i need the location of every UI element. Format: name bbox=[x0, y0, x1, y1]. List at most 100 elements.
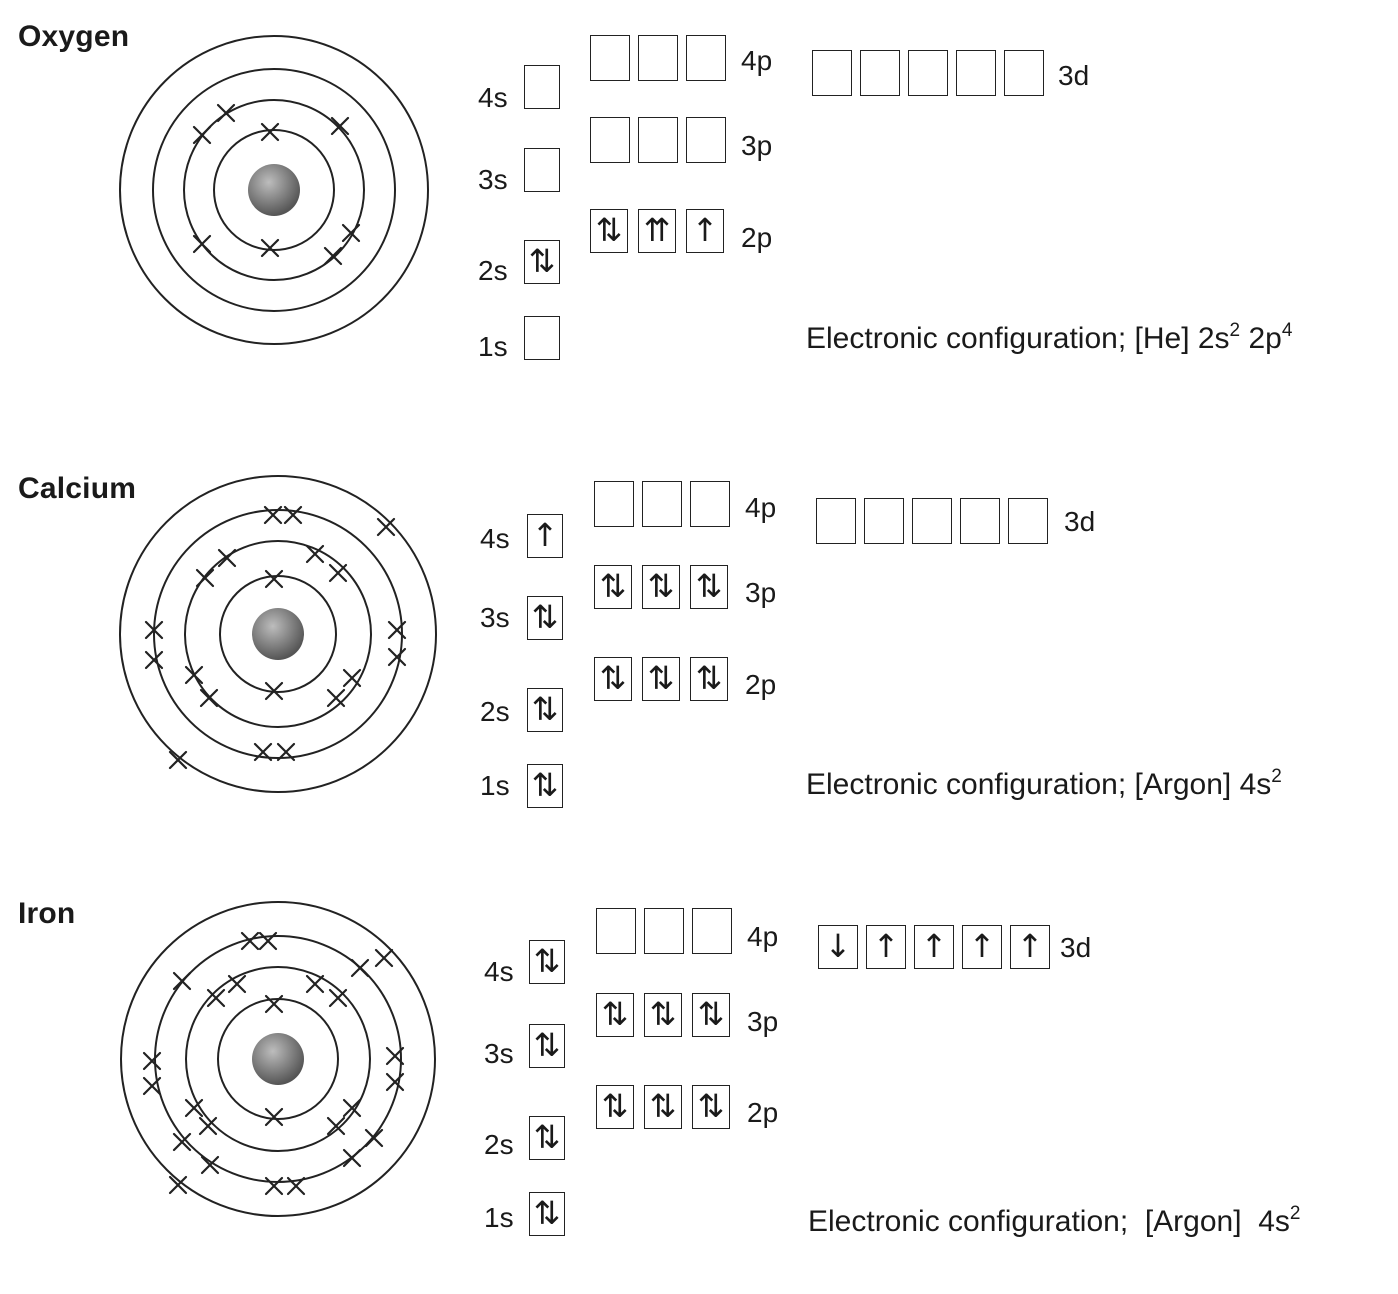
orbital-box-3d bbox=[860, 50, 900, 96]
orbital-box-2p: ⇅ bbox=[692, 1085, 730, 1129]
electron-mark bbox=[172, 1132, 192, 1152]
electron-mark bbox=[142, 1051, 162, 1071]
orbital-box-3d: ↓ bbox=[818, 925, 858, 969]
orbital-box-2p: ⇅ bbox=[642, 657, 680, 701]
orbital-box-2p: ⇅ bbox=[596, 1085, 634, 1129]
orbital-label-4p: 4p bbox=[741, 45, 773, 76]
orbital-box-2p: ⇈ bbox=[638, 209, 676, 253]
orbital-box-3d bbox=[960, 498, 1000, 544]
orbital-box-3d bbox=[956, 50, 996, 96]
orbital-label-3s: 3s bbox=[484, 1038, 514, 1069]
orbital-box-2p: ⇅ bbox=[644, 1085, 682, 1129]
shell-ring bbox=[119, 35, 429, 345]
orbital-label-3s: 3s bbox=[478, 164, 508, 195]
orbital-label-2s: 2s bbox=[484, 1129, 514, 1160]
orbital-box-3p bbox=[590, 117, 630, 163]
orbital-box-3p: ⇅ bbox=[596, 993, 634, 1037]
orbital-box-2s: ⇅ bbox=[529, 1116, 565, 1160]
electron-mark bbox=[350, 958, 370, 978]
electron-mark bbox=[198, 1116, 218, 1136]
electron-mark bbox=[385, 1072, 405, 1092]
electron-mark bbox=[385, 1046, 405, 1066]
electron-mark bbox=[264, 994, 284, 1014]
electron-mark bbox=[217, 548, 237, 568]
orbital-label-2s: 2s bbox=[478, 255, 508, 286]
electron-mark bbox=[200, 1155, 220, 1175]
electron-mark bbox=[342, 1148, 362, 1168]
orbital-label-1s: 1s bbox=[480, 770, 510, 801]
electron-mark bbox=[276, 742, 296, 762]
electron-mark bbox=[206, 988, 226, 1008]
element-section-oxygen: Oxygen 4s 3s 2s ⇅ 1s 4p bbox=[0, 0, 1398, 420]
electron-mark bbox=[227, 974, 247, 994]
electron-mark bbox=[283, 505, 303, 525]
electron-mark bbox=[184, 1098, 204, 1118]
orbital-box-3d bbox=[1008, 498, 1048, 544]
orbital-box-2p: ⇅ bbox=[594, 657, 632, 701]
orbital-box-4p bbox=[590, 35, 630, 81]
electron-mark bbox=[258, 931, 278, 951]
orbital-box-4p bbox=[686, 35, 726, 81]
orbital-box-3p: ⇅ bbox=[594, 565, 632, 609]
orbital-box-3p: ⇅ bbox=[692, 993, 730, 1037]
orbital-box-4p bbox=[642, 481, 682, 527]
nucleus bbox=[252, 1033, 304, 1085]
orbital-label-3p: 3p bbox=[747, 1006, 779, 1037]
electron-mark bbox=[144, 620, 164, 640]
shell-ring bbox=[219, 575, 337, 693]
electron-mark bbox=[199, 688, 219, 708]
orbital-box-3p: ⇅ bbox=[642, 565, 680, 609]
electron-mark bbox=[240, 931, 260, 951]
orbital-box-3p: ⇅ bbox=[690, 565, 728, 609]
orbital-label-3p: 3p bbox=[741, 130, 773, 161]
electron-mark bbox=[195, 568, 215, 588]
orbital-box-4p bbox=[594, 481, 634, 527]
electron-mark bbox=[260, 122, 280, 142]
electron-mark bbox=[342, 668, 362, 688]
orbital-box-1s bbox=[524, 316, 560, 360]
orbital-box-3d bbox=[912, 498, 952, 544]
electron-mark bbox=[387, 620, 407, 640]
orbital-box-3d bbox=[864, 498, 904, 544]
orbital-label-3d: 3d bbox=[1060, 932, 1092, 963]
electron-mark bbox=[142, 1076, 162, 1096]
orbital-label-4p: 4p bbox=[747, 921, 779, 952]
orbital-box-2p: ↑ bbox=[686, 209, 724, 253]
orbital-box-3d: ↑ bbox=[962, 925, 1002, 969]
shell-ring bbox=[152, 68, 396, 312]
electron-mark bbox=[172, 971, 192, 991]
orbital-box-3s: ⇅ bbox=[527, 596, 563, 640]
electron-mark bbox=[216, 103, 236, 123]
orbital-box-4p bbox=[692, 908, 732, 954]
shell-ring bbox=[213, 129, 335, 251]
orbital-box-4s: ⇅ bbox=[529, 940, 565, 984]
shell-ring bbox=[217, 998, 339, 1120]
electron-mark bbox=[264, 569, 284, 589]
orbital-box-3d bbox=[908, 50, 948, 96]
orbital-box-1s: ⇅ bbox=[529, 1192, 565, 1236]
orbital-label-1s: 1s bbox=[478, 331, 508, 362]
shell-ring bbox=[120, 901, 436, 1217]
electron-mark bbox=[305, 544, 325, 564]
electron-mark bbox=[326, 688, 346, 708]
electron-mark bbox=[305, 974, 325, 994]
orbital-label-3d: 3d bbox=[1058, 60, 1090, 91]
electron-mark bbox=[168, 750, 188, 770]
orbital-box-3d: ↑ bbox=[1010, 925, 1050, 969]
electron-mark bbox=[330, 116, 350, 136]
electron-mark bbox=[192, 125, 212, 145]
electron-mark bbox=[168, 1175, 188, 1195]
shell-ring bbox=[154, 935, 402, 1183]
electron-mark bbox=[364, 1128, 384, 1148]
electron-mark bbox=[376, 517, 396, 537]
shell-ring bbox=[183, 99, 365, 281]
orbital-box-3s bbox=[524, 148, 560, 192]
element-title: Calcium bbox=[18, 472, 137, 505]
electron-mark bbox=[184, 665, 204, 685]
bohr-atom-diagram bbox=[119, 35, 429, 345]
orbital-label-4p: 4p bbox=[745, 492, 777, 523]
electron-mark bbox=[263, 505, 283, 525]
orbital-box-2p: ⇅ bbox=[690, 657, 728, 701]
element-title: Oxygen bbox=[18, 20, 130, 53]
shell-ring bbox=[185, 966, 371, 1152]
